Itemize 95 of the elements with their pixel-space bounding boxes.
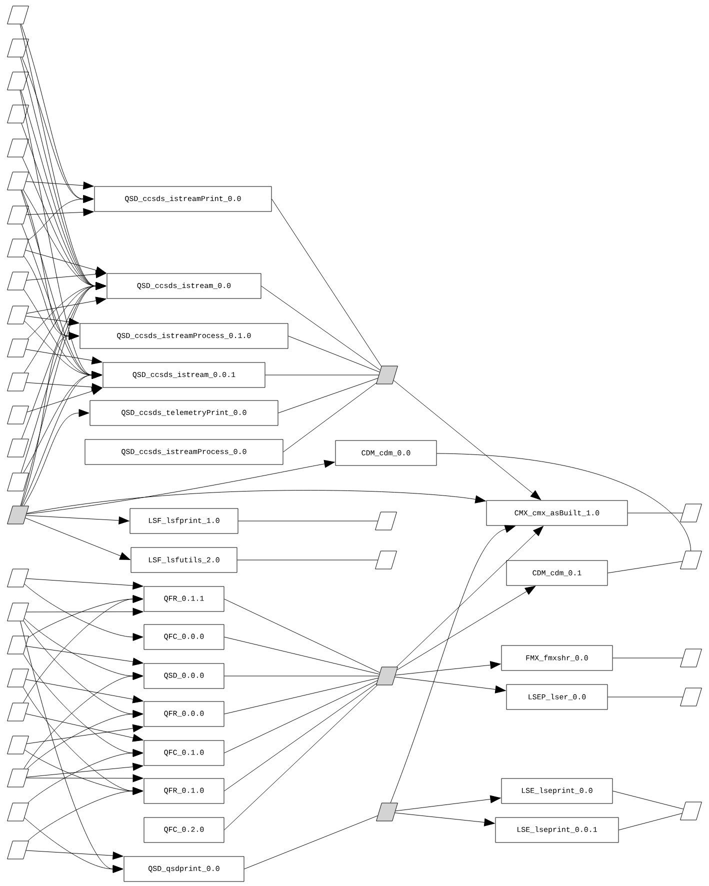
arrow (26, 296, 106, 314)
connector-line (224, 636, 380, 674)
connector-line (618, 813, 682, 830)
parallelogram (7, 138, 29, 158)
connector-line (238, 520, 378, 522)
arrow (26, 208, 94, 216)
arrow (26, 515, 130, 524)
parallelogram (7, 636, 29, 654)
parallelogram (7, 506, 29, 524)
arrow (24, 818, 124, 873)
parallelogram (680, 648, 702, 668)
arrow (22, 371, 102, 506)
arrow (26, 490, 486, 514)
connector-line (224, 678, 378, 714)
connector-line (244, 816, 378, 870)
connector-line (436, 453, 692, 551)
arrow (26, 762, 144, 778)
arrow (394, 676, 506, 694)
arrow (396, 586, 536, 670)
parallelogram (7, 438, 29, 458)
parallelogram (7, 702, 29, 722)
arrow (27, 710, 144, 769)
arrow (26, 850, 124, 860)
parallelogram (7, 172, 29, 190)
arrow (26, 349, 102, 364)
parallelogram (7, 338, 29, 358)
arrow (26, 460, 335, 514)
parallelogram (680, 802, 702, 820)
arrow (26, 646, 144, 666)
parallelogram (680, 550, 702, 570)
arrow (396, 526, 544, 667)
arrow (390, 525, 516, 803)
connector-line (612, 790, 684, 810)
parallelogram (7, 768, 29, 788)
parallelogram (7, 602, 29, 622)
parallelogram (7, 238, 29, 258)
parallelogram (376, 802, 398, 822)
connector-line (224, 685, 378, 830)
parallelogram (7, 272, 29, 290)
arrow (20, 282, 106, 506)
parallelogram (376, 366, 398, 384)
connector-line (265, 374, 379, 376)
parallelogram (376, 666, 398, 686)
connector-line (272, 198, 382, 367)
arrow (26, 724, 144, 744)
parallelogram (7, 306, 29, 324)
connector-line (278, 378, 378, 414)
parallelogram (7, 206, 29, 224)
parallelogram (7, 840, 29, 860)
arrow (28, 195, 94, 240)
arrow (25, 713, 144, 742)
parallelogram (7, 736, 29, 754)
connector-line (261, 286, 380, 370)
arrow (26, 270, 106, 281)
arrow (25, 518, 130, 560)
connector-line (224, 683, 377, 792)
parallelogram (7, 472, 29, 492)
arrow (395, 795, 501, 812)
arrow (26, 316, 80, 326)
parallelogram (7, 668, 29, 688)
parallelogram (7, 568, 29, 588)
arrow (23, 595, 144, 703)
parallelogram (7, 406, 29, 424)
arrow (26, 608, 144, 616)
arrow (21, 332, 80, 506)
arrow (394, 812, 495, 826)
arrow (395, 661, 501, 676)
parallelogram (7, 72, 29, 90)
arrow (24, 672, 144, 769)
parallelogram (7, 104, 29, 124)
parallelogram (7, 6, 29, 24)
parallelogram (7, 38, 29, 58)
connector-line (224, 598, 380, 673)
arrow (393, 380, 541, 500)
connector-line (283, 382, 377, 452)
connector-line (224, 680, 378, 754)
parallelogram (7, 372, 29, 392)
connector-line (288, 336, 380, 372)
parallelogram (375, 550, 397, 570)
parallelogram (680, 504, 702, 522)
connector-line (628, 512, 683, 514)
parallelogram (375, 512, 397, 530)
connector-line (608, 561, 683, 574)
arrow (26, 387, 102, 412)
arrow (24, 584, 144, 641)
arrow (28, 749, 144, 803)
arrow (24, 409, 90, 506)
arrow (28, 787, 144, 841)
parallelogram (7, 802, 29, 822)
arrow (26, 181, 94, 190)
connector-line (608, 696, 683, 698)
arrow (26, 578, 144, 590)
parallelogram (680, 688, 702, 706)
arrow (26, 774, 144, 782)
arrow (26, 679, 144, 704)
